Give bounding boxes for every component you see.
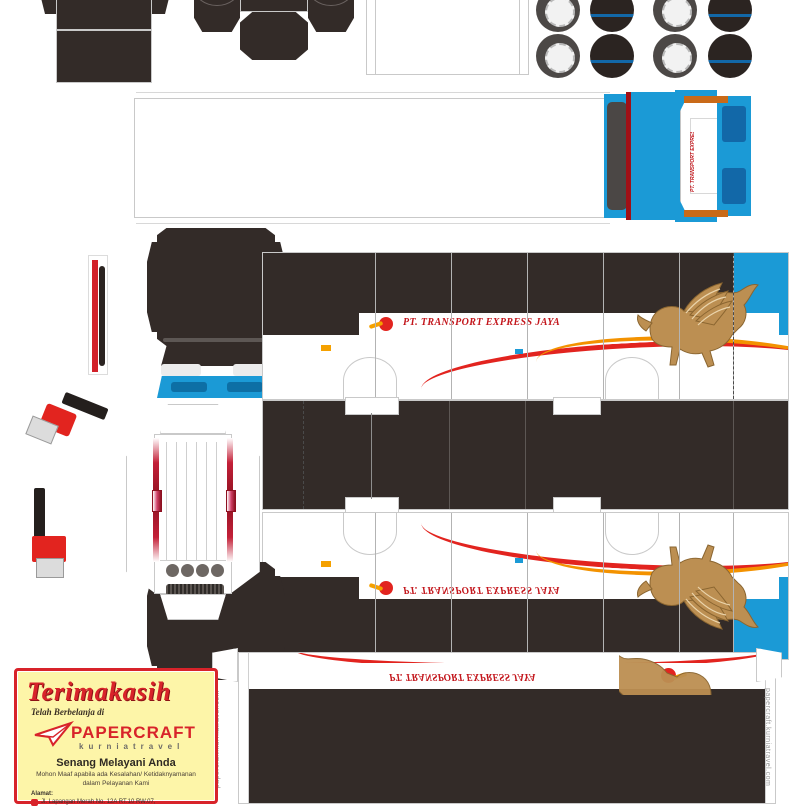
interior-floor-box: PT. TRANSPORT EXPRESS JAYA <box>238 652 776 804</box>
bus-side-right: PT. TRANSPORT EXPRESS JAYA <box>262 512 789 660</box>
pegasus-graphic-2 <box>622 533 772 643</box>
rear-pillar-strip <box>88 255 108 375</box>
roof-hatch-top <box>345 397 399 415</box>
pin-icon <box>31 799 38 806</box>
rear-cap-assembly: PT. TRANSPORT EXPRESS JAYA <box>604 90 752 222</box>
exhaust-fan <box>181 564 194 577</box>
chassis-long-panel <box>134 98 612 218</box>
comet-star-logo <box>379 317 393 331</box>
pegasus-graphic-3 <box>619 653 739 695</box>
chassis-panel-flap-bottom <box>136 218 610 224</box>
card-subheading: Telah Berbelanja di <box>31 707 105 717</box>
rear-panel <box>126 404 260 620</box>
roof-hatch-top-2 <box>553 397 601 415</box>
thank-you-card: Terimakasih Telah Berbelanja di PAPERCRA… <box>14 668 218 806</box>
exhaust-fan <box>211 564 224 577</box>
pegasus-graphic <box>622 269 772 379</box>
floor-panel-flap-left <box>366 0 376 75</box>
wheel-arch-rear <box>605 357 659 399</box>
wheel-arch-front <box>343 357 397 399</box>
seat-box-flat <box>190 0 360 90</box>
card-heading: Terimakasih <box>27 677 172 706</box>
taillight-right <box>226 490 236 512</box>
card-tagline: Senang Melayani Anda <box>56 757 176 769</box>
bus-side-left: PT. TRANSPORT EXPRESS JAYA <box>262 252 789 400</box>
floor-panel-flap-right <box>519 0 529 75</box>
card-brand-sub: kurniatravel <box>79 742 185 751</box>
roof-strip <box>262 397 789 515</box>
taillight-left <box>152 490 162 512</box>
company-name-text-3: PT. TRANSPORT EXPRESS JAYA <box>389 671 536 682</box>
chassis-panel-flap-top <box>136 92 610 98</box>
side-mirror-part <box>18 391 118 456</box>
rear-grille <box>166 584 224 596</box>
exhaust-fan <box>196 564 209 577</box>
box-tab-right <box>756 648 782 682</box>
card-apology-line2: dalam Pelayanan Kami <box>82 780 150 787</box>
company-name-text-2: PT. TRANSPORT EXPRESS JAYA <box>403 584 561 595</box>
front-fascia <box>147 228 285 398</box>
company-name-text: PT. TRANSPORT EXPRESS JAYA <box>403 317 561 328</box>
exhaust-fan <box>166 564 179 577</box>
wheel-set <box>528 0 778 88</box>
card-address-label: Alamat: <box>31 791 54 797</box>
paper-plane-icon <box>33 720 75 747</box>
card-brand: PAPERCRAFT <box>71 723 196 742</box>
side-mirror-part-2 <box>24 488 104 584</box>
card-apology-line1: Mohon Maaf apabila ada Kesalahan/ Ketida… <box>36 771 196 778</box>
watermark-right: papercraft.kurniatravel.com <box>764 688 771 787</box>
rear-door-brand-text: PT. TRANSPORT EXPRESS JAYA <box>690 132 696 192</box>
floor-panel <box>375 0 520 75</box>
roof-box-flat <box>22 0 202 85</box>
